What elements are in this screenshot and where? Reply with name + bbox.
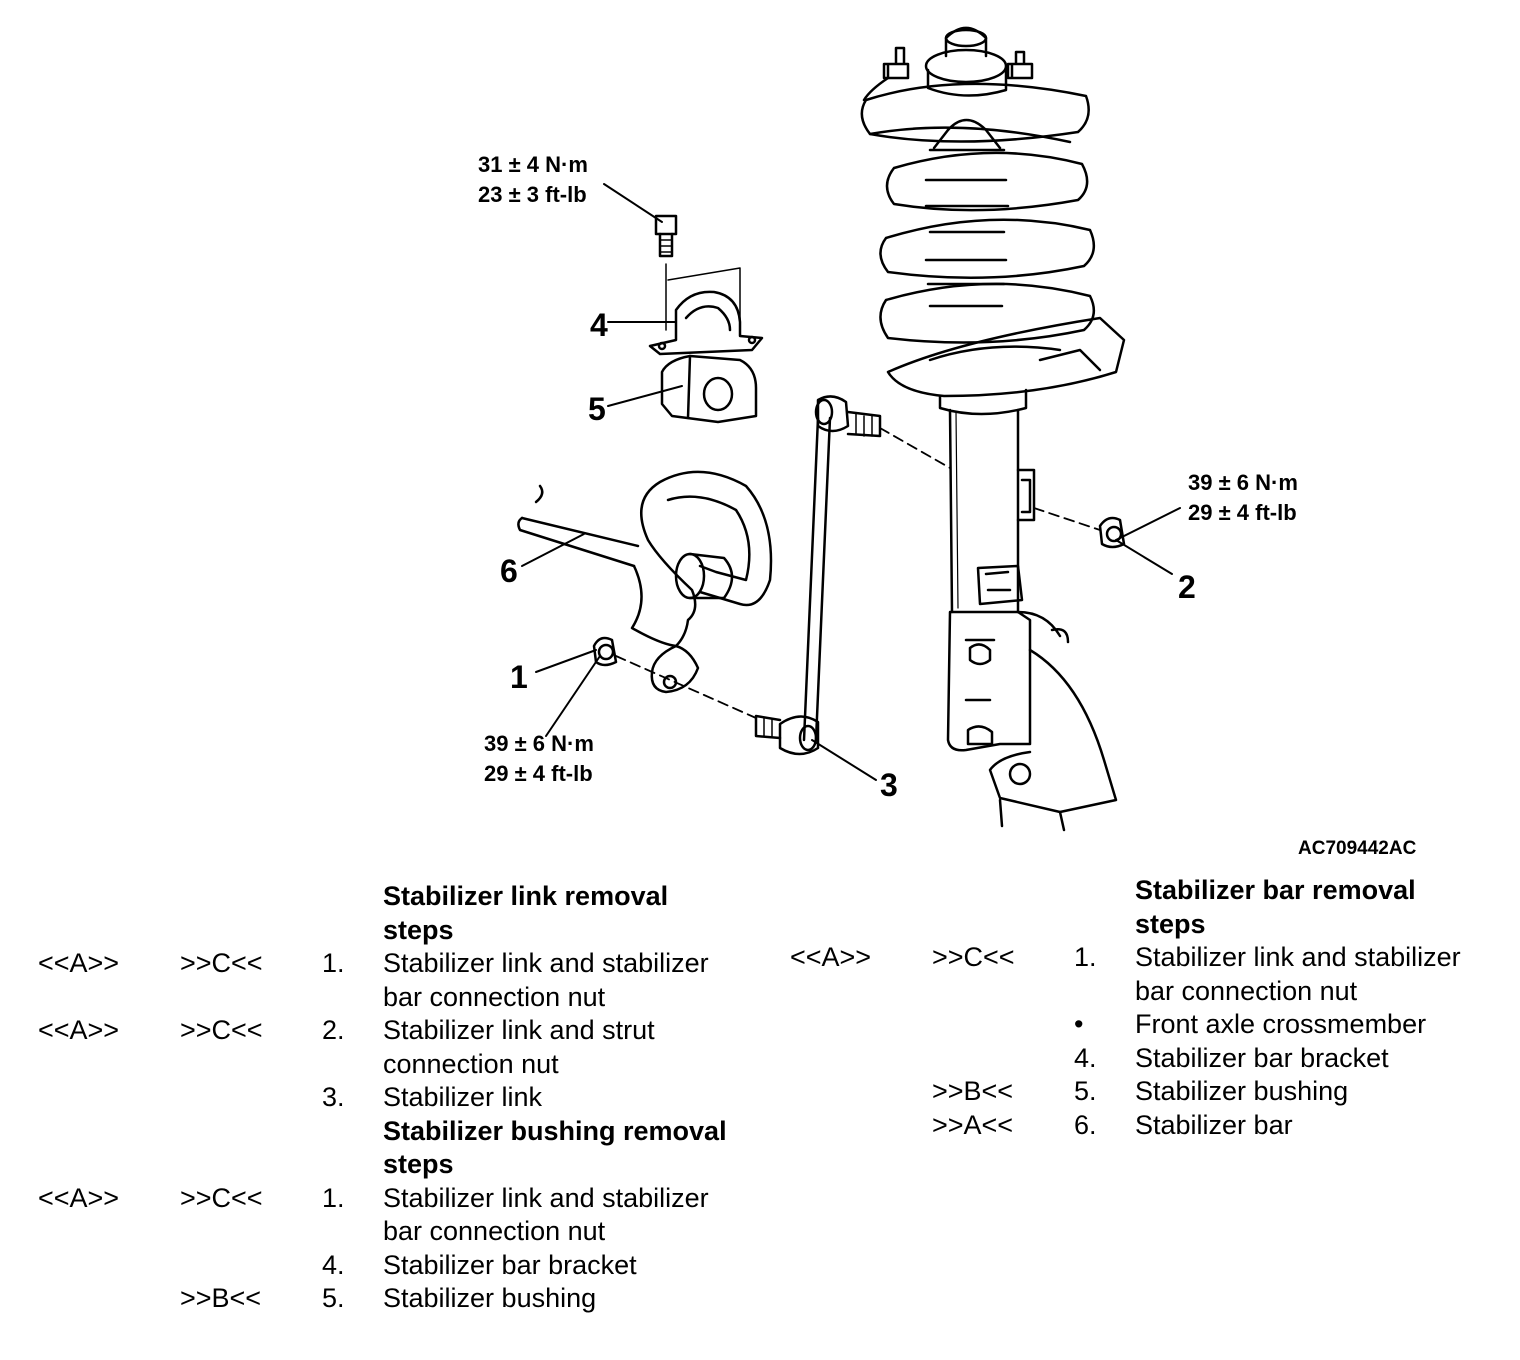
bushing-heading-line-2: steps [383,1149,454,1179]
callout-2: 2 [1178,569,1196,605]
step-number: 5. [1074,1076,1097,1106]
step-text: bar connection nut [1135,975,1358,1006]
bracket-bolt [654,214,741,331]
stabilizer-bar [517,470,773,694]
step-number: 1. [322,948,345,978]
bushing-heading: Stabilizer bushing removal steps [38,1115,758,1182]
torque-strut-nut-nm: 39 ± 6 N·m [1188,470,1298,495]
step-text: bar connection nut [383,981,606,1012]
bar-heading-line-2: steps [1135,908,1206,939]
reference-code-text: AC709442AC [1298,838,1417,859]
step-text: Stabilizer link [383,1082,543,1112]
step-text: Stabilizer bar bracket [1135,1042,1389,1073]
step-number: 1. [1074,942,1097,972]
installation-code: >>B<< [932,1076,1014,1106]
installation-code: >>C<< [180,1182,263,1213]
installation-code: >>A<< [932,1109,1014,1140]
bushing-heading-line-1: Stabilizer bushing removal [383,1115,727,1146]
stabilizer-bushing [660,354,758,424]
exploded-view-diagram: 4 5 6 1 3 2 31 ± 4 N·m 23 ± 3 ft-lb 39 ±… [478,26,1298,832]
alignment-lines [615,427,1101,719]
step-text: Stabilizer bushing [383,1283,597,1313]
bushing-step-5: >>B<< 5. Stabilizer bushing [38,1282,758,1316]
leader-lines [521,183,1181,781]
right-procedure-column: Stabilizer bar removal steps <<A>> >>C<<… [790,874,1510,1142]
strut-assembly [860,26,1126,832]
stabilizer-link [754,395,882,756]
bushing-step-1: <<A>> >>C<< 1. Stabilizer link and stabi… [38,1182,758,1249]
removal-code: <<A>> [790,942,872,972]
left-procedure-column: Stabilizer link removal steps <<A>> >>C<… [38,880,758,1316]
installation-code: >>C<< [180,948,263,978]
bar-connection-nut [592,636,618,667]
bar-heading-line-1: Stabilizer bar removal [1135,875,1416,905]
step-number: 3. [322,1082,345,1112]
installation-code: >>C<< [932,942,1015,972]
link-step-1: <<A>> >>C<< 1. Stabilizer link and stabi… [38,947,758,1014]
step-text: Front axle crossmember [1135,1009,1427,1039]
step-number: 1. [322,1182,345,1213]
step-text: Stabilizer link and stabilizer [383,1182,709,1213]
callout-1: 1 [510,659,528,695]
step-text: Stabilizer link and stabilizer [1135,942,1461,972]
removal-code: <<A>> [38,1015,120,1045]
step-text: bar connection nut [383,1216,606,1246]
link-heading-line-2: steps [383,914,454,945]
step-number: 5. [322,1283,345,1313]
bushing-step-4: 4. Stabilizer bar bracket [38,1249,758,1283]
step-text: Stabilizer link and strut [383,1015,655,1045]
installation-code: >>C<< [180,1015,263,1045]
torque-bar-nut-ftlb: 29 ± 4 ft-lb [484,761,593,786]
link-step-2: <<A>> >>C<< 2. Stabilizer link and strut… [38,1014,758,1081]
step-text: connection nut [383,1048,559,1079]
callout-6: 6 [500,553,518,589]
bar-step-crossmember: • Front axle crossmember [790,1008,1510,1042]
callout-4: 4 [590,307,608,343]
step-text: Stabilizer bar [1135,1109,1293,1140]
bar-step-1: <<A>> >>C<< 1. Stabilizer link and stabi… [790,941,1510,1008]
step-text: Stabilizer bushing [1135,1076,1349,1106]
bar-step-6: >>A<< 6. Stabilizer bar [790,1109,1510,1143]
step-number: 4. [1074,1042,1097,1073]
bar-step-4: 4. Stabilizer bar bracket [790,1042,1510,1076]
link-heading: Stabilizer link removal steps [38,880,758,947]
bullet-marker: • [1074,1009,1084,1039]
callout-5: 5 [588,391,606,427]
link-heading-line-1: Stabilizer link removal [383,881,669,911]
torque-bar-nut-nm: 39 ± 6 N·m [484,731,594,756]
removal-code: <<A>> [38,1182,120,1213]
torque-bracket-ftlb: 23 ± 3 ft-lb [478,182,587,207]
bar-step-5: >>B<< 5. Stabilizer bushing [790,1075,1510,1109]
callout-3: 3 [880,767,898,803]
torque-strut-nut-ftlb: 29 ± 4 ft-lb [1188,500,1297,525]
removal-code: <<A>> [38,948,120,978]
step-number: 6. [1074,1109,1097,1140]
installation-code: >>B<< [180,1283,262,1313]
step-number: 4. [322,1249,345,1280]
step-text: Stabilizer bar bracket [383,1249,637,1280]
link-step-3: 3. Stabilizer link [38,1081,758,1115]
torque-bracket-nm: 31 ± 4 N·m [478,152,588,177]
bar-heading: Stabilizer bar removal steps [790,874,1510,941]
step-text: Stabilizer link and stabilizer [383,948,709,978]
step-number: 2. [322,1015,345,1045]
